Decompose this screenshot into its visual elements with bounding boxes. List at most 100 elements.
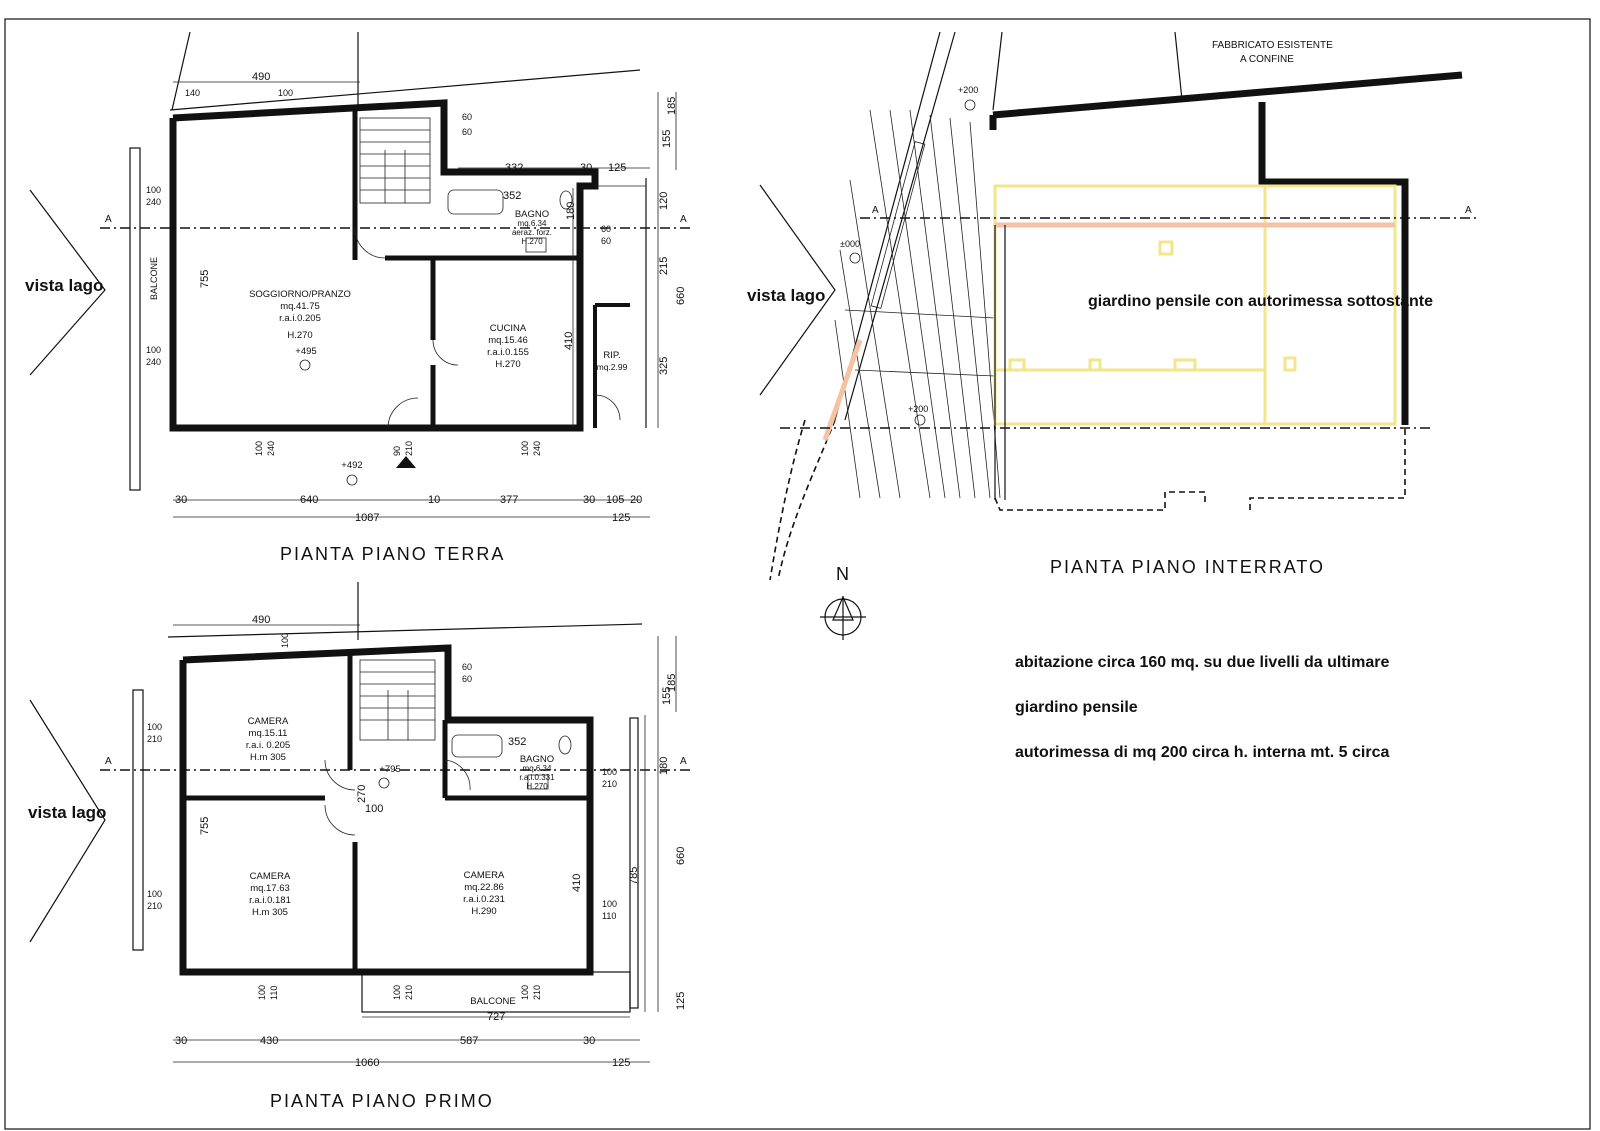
view-arrow xyxy=(759,184,836,396)
sheet-border xyxy=(4,18,1591,1130)
dim-label: 185 xyxy=(666,674,678,692)
door-icon xyxy=(324,804,356,836)
door-icon xyxy=(432,339,459,366)
dim-label: 100 xyxy=(257,985,267,1000)
level-marker-icon xyxy=(849,252,861,264)
dim-label: 10 xyxy=(428,494,440,506)
room-area: mq.6.34 xyxy=(523,764,552,773)
room-height: H.270 xyxy=(495,359,520,370)
room-area: mq.6.34 xyxy=(518,219,547,228)
dim-label: 240 xyxy=(266,441,276,456)
dim-label: 660 xyxy=(675,847,687,865)
dim-label: 755 xyxy=(199,817,211,835)
level-label: +200 xyxy=(958,85,978,95)
level-label: +200 xyxy=(908,404,928,414)
entrance-arrow-icon xyxy=(396,456,416,468)
room-name: CAMERA xyxy=(464,870,505,881)
room-ratio: r.a.i.0.205 xyxy=(279,313,321,324)
ground-floor-plan xyxy=(29,31,690,518)
dim-label: 100 xyxy=(602,899,617,909)
view-label: vista lago xyxy=(25,276,103,295)
bathtub-icon xyxy=(451,734,503,758)
dim-label: 180 xyxy=(565,202,577,220)
level-label: +492 xyxy=(341,460,362,471)
room-ratio: aeraz. forz. xyxy=(512,228,552,237)
dim-label: 325 xyxy=(658,357,670,375)
dim-label: 240 xyxy=(146,357,161,367)
section-marker: A xyxy=(1465,205,1472,216)
dim-label: 352 xyxy=(508,736,526,748)
section-marker: A xyxy=(105,214,112,225)
room-name: CUCINA xyxy=(490,323,527,334)
view-label: vista lago xyxy=(747,286,825,305)
dim-label: 410 xyxy=(571,874,583,892)
dim-label: 110 xyxy=(602,911,616,921)
north-label: N xyxy=(836,564,851,584)
dim-label: 410 xyxy=(563,332,575,350)
balcony-label: BALCONE xyxy=(149,257,159,300)
plan-title: PIANTA PIANO TERRA xyxy=(280,544,505,564)
dim-label: 215 xyxy=(658,257,670,275)
dim-label: 352 xyxy=(503,190,521,202)
room-area: mq.15.46 xyxy=(488,335,528,346)
room-ratio: r.a.i.0.181 xyxy=(249,895,291,906)
ramp-edge xyxy=(870,141,926,309)
toilet-icon xyxy=(559,190,573,210)
dim-label: 430 xyxy=(260,1035,278,1047)
dim-label: 240 xyxy=(146,197,161,207)
dim-label: 100 xyxy=(520,985,530,1000)
dim-label: 755 xyxy=(199,270,211,288)
dim-label: 332 xyxy=(505,162,523,174)
dim-label: 210 xyxy=(404,985,414,1000)
dim-label: 100 xyxy=(146,185,161,195)
view-arrow xyxy=(29,189,106,376)
dim-label: 110 xyxy=(269,986,279,1000)
first-floor-plan xyxy=(29,582,690,1063)
dim-label: 210 xyxy=(147,734,162,744)
level-marker-icon xyxy=(914,414,926,426)
dim-label: 125 xyxy=(608,162,626,174)
level-marker-icon xyxy=(378,777,390,789)
bathtub-icon xyxy=(447,189,504,215)
dim-label: 100 xyxy=(146,345,161,355)
dim-label: 240 xyxy=(532,441,542,456)
section-marker: A xyxy=(680,756,687,767)
room-area: mq.41.75 xyxy=(280,301,320,312)
dim-label: 100 xyxy=(147,722,162,732)
room-area: mq.2.99 xyxy=(597,362,628,372)
room-name: BAGNO xyxy=(520,754,554,765)
dim-label: 20 xyxy=(630,494,642,506)
stairs xyxy=(359,659,436,741)
note-line: autorimessa di mq 200 circa h. interna m… xyxy=(1015,744,1389,761)
note-line: abitazione circa 160 mq. su due livelli … xyxy=(1015,654,1389,671)
note-line: giardino pensile xyxy=(1015,699,1138,716)
dim-label: 270 xyxy=(356,785,368,803)
north-arrow-icon xyxy=(820,595,866,640)
balcony xyxy=(129,147,141,491)
view-arrow xyxy=(29,699,106,943)
sink-icon xyxy=(525,237,547,253)
room-area: mq.17.63 xyxy=(250,883,290,894)
dim-label: 125 xyxy=(675,992,687,1010)
dim-label: 90 xyxy=(392,446,402,456)
dim-label: 155 xyxy=(661,130,673,148)
room-height: H.270 xyxy=(287,330,312,341)
dim-label: 100 xyxy=(280,633,290,648)
dim-label: 180 xyxy=(658,757,670,775)
dim-label: 155 xyxy=(661,687,673,705)
room-height: H.290 xyxy=(471,906,496,917)
door-icon xyxy=(444,759,471,791)
dim-label: 100 xyxy=(254,441,264,456)
dim-label: 100 xyxy=(392,985,402,1000)
level-label: ±000 xyxy=(840,239,860,249)
dim-label: 60 xyxy=(601,224,611,234)
room-ratio: r.a.i.0.331 xyxy=(519,773,555,782)
plan-title: PIANTA PIANO INTERRATO xyxy=(1050,557,1325,577)
room-ratio: r.a.i.0.155 xyxy=(487,347,529,358)
dim-label: 100 xyxy=(365,803,383,815)
room-name: BAGNO xyxy=(515,209,549,220)
section-marker: A xyxy=(105,756,112,767)
room-area: mq.22.86 xyxy=(464,882,504,893)
